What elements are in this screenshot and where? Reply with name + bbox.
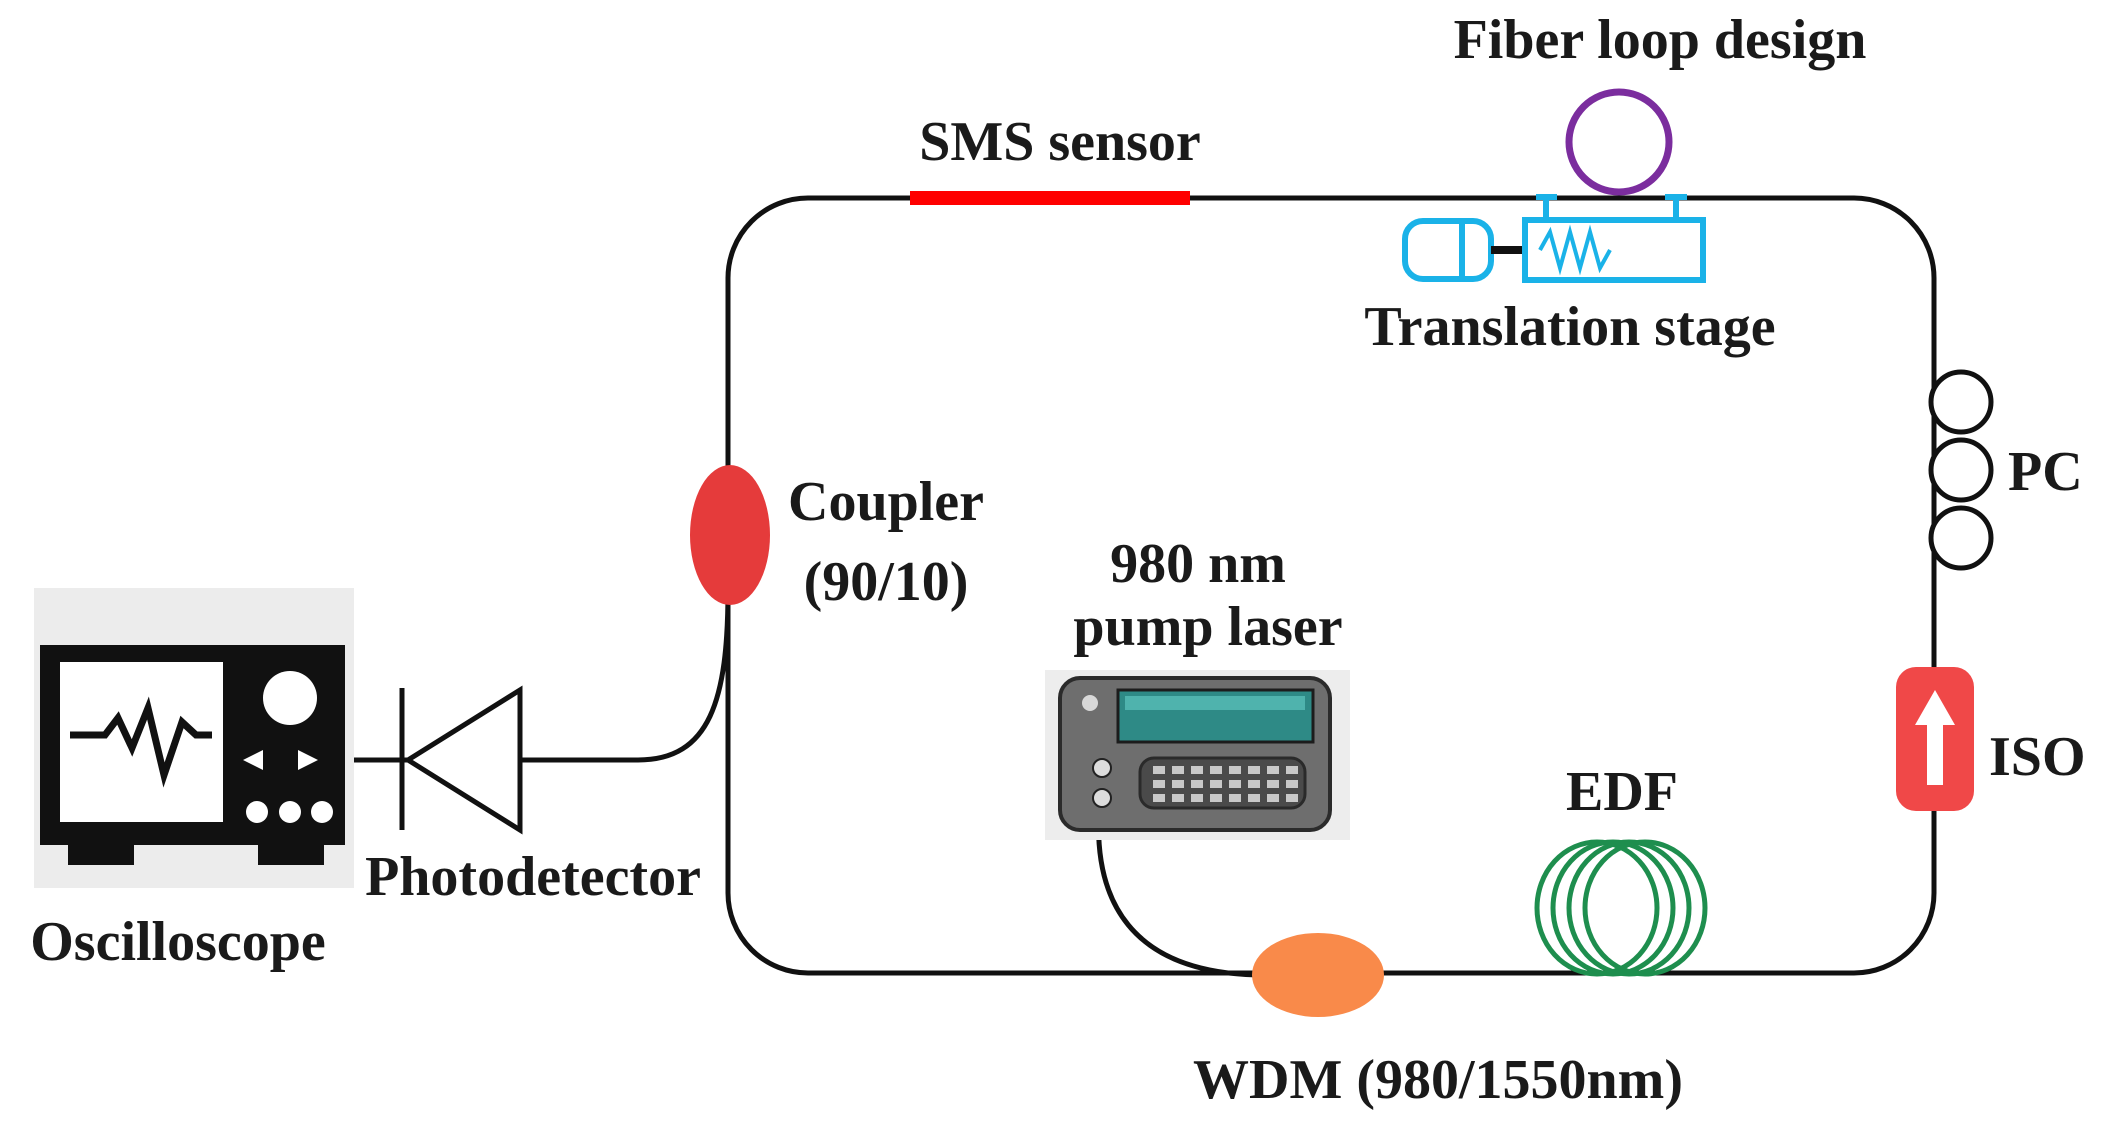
oscilloscope-icon	[34, 588, 354, 888]
sms-sensor-label: SMS sensor	[919, 111, 1201, 173]
iso-label: ISO	[1989, 726, 2086, 788]
translation-stage-label: Translation stage	[1364, 296, 1775, 358]
fiber-coil-icon	[1534, 839, 1708, 977]
wdm-label: WDM (980/1550nm)	[1193, 1049, 1683, 1111]
pump-laser-label-line2: pump laser	[1073, 596, 1342, 658]
pump-laser-icon	[1045, 670, 1350, 840]
fiber-loop-icon	[1565, 88, 1673, 196]
edf-label: EDF	[1566, 761, 1678, 823]
pump-laser-label-line1: 980 nm	[1110, 533, 1286, 595]
pc-paddles-icon	[1928, 369, 1994, 571]
fiber-loop-design-label: Fiber loop design	[1454, 9, 1867, 71]
arrow-up-icon	[1915, 690, 1955, 785]
coupler-label-line1: Coupler	[788, 471, 984, 533]
pc-label: PC	[2008, 441, 2083, 503]
photodetector-label: Photodetector	[365, 846, 701, 908]
isolator	[1896, 667, 1974, 811]
coupler-label-line2: (90/10)	[804, 551, 969, 613]
wdm-coupler	[1252, 933, 1384, 1017]
oscilloscope-label: Oscilloscope	[30, 911, 326, 973]
translation-stage-icon	[1402, 194, 1706, 283]
coupler-output-fiber	[522, 589, 731, 763]
coupler	[690, 465, 770, 605]
photodiode-icon	[340, 685, 523, 835]
